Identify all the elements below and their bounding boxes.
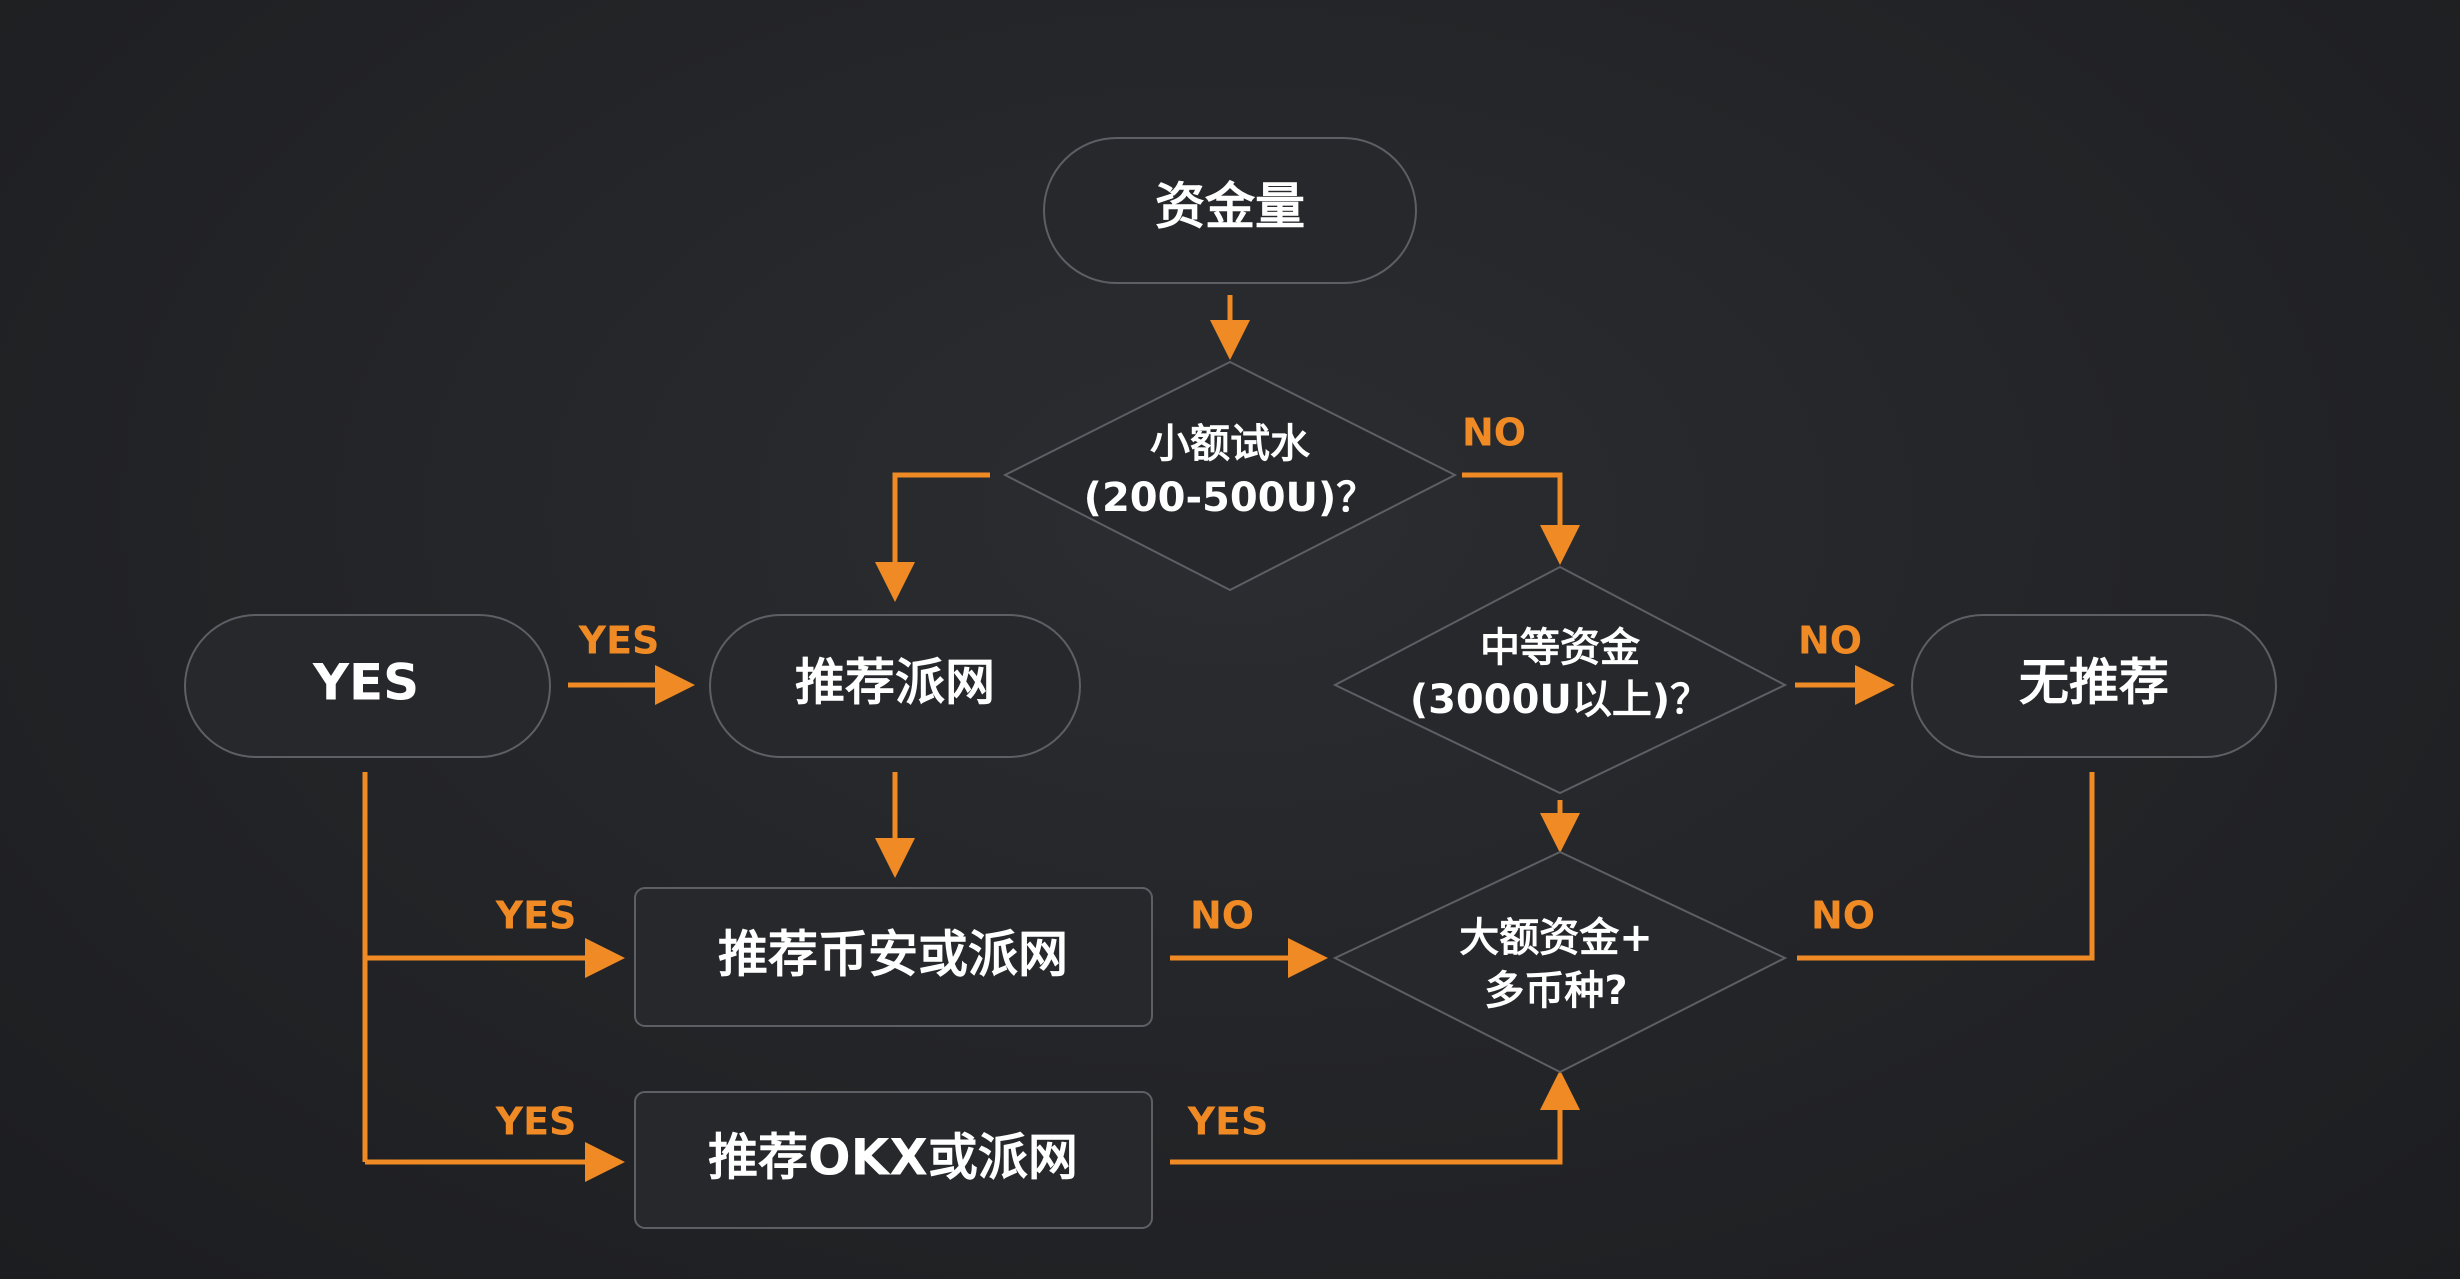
node-recommend-pi-label: 推荐派网 <box>795 654 995 712</box>
edge-okx-to-large <box>1170 1070 1580 1165</box>
node-start: 资金量 <box>1043 137 1417 284</box>
node-small-amount-question: 小额试水 (200-500U)？ <box>1002 360 1458 592</box>
node-recommend-pi: 推荐派网 <box>709 614 1081 758</box>
node-yes-label: YES <box>312 654 419 712</box>
node-medium-amount-line1: 中等资金 <box>1480 625 1641 671</box>
node-large-amount-line1: 大额资金+ <box>1459 915 1653 961</box>
label-medium-to-norec: NO <box>1798 619 1862 663</box>
node-no-recommend-label: 无推荐 <box>2019 654 2169 712</box>
label-okx-to-large: YES <box>1187 1100 1269 1144</box>
node-recommend-binance: 推荐币安或派网 <box>634 887 1153 1027</box>
node-medium-amount-question: 中等资金 (3000U以上)？ <box>1332 565 1788 795</box>
node-yes: YES <box>184 614 551 758</box>
label-yes-to-pi: YES <box>578 619 660 663</box>
node-recommend-okx-label: 推荐OKX或派网 <box>708 1129 1078 1187</box>
node-medium-amount-line2: (3000U以上)？ <box>1410 677 1710 723</box>
label-norec-to-large: NO <box>1811 894 1875 938</box>
node-start-label: 资金量 <box>1155 178 1305 236</box>
node-small-amount-line2: (200-500U)？ <box>1084 475 1377 521</box>
node-large-amount-question: 大额资金+ 多币种? <box>1332 850 1788 1074</box>
edge-small-to-pi <box>875 472 990 602</box>
node-no-recommend: 无推荐 <box>1911 614 2277 758</box>
label-yes-to-okx: YES <box>495 1100 577 1144</box>
label-binance-to-large: NO <box>1190 894 1254 938</box>
label-yes-to-binance: YES <box>495 894 577 938</box>
node-recommend-okx: 推荐OKX或派网 <box>634 1091 1153 1229</box>
node-recommend-binance-label: 推荐币安或派网 <box>718 926 1068 984</box>
node-large-amount-line2: 多币种? <box>1484 968 1627 1014</box>
edges <box>362 295 2095 1182</box>
edge-small-to-medium <box>1462 472 1580 565</box>
label-small-to-medium: NO <box>1462 411 1526 455</box>
node-small-amount-line1: 小额试水 <box>1150 421 1311 467</box>
edge-norec-to-large <box>1797 772 2095 961</box>
edge-labels: NO YES NO YES NO NO YES YES <box>495 411 1875 1144</box>
